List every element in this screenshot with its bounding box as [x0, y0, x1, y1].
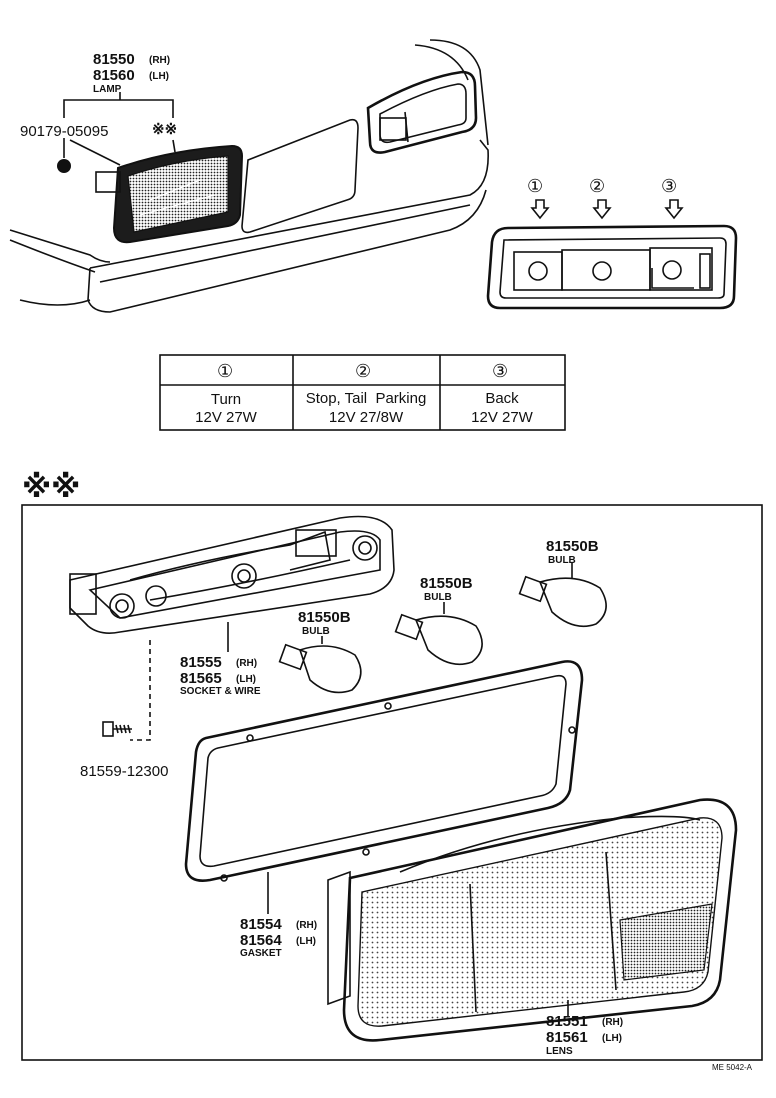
lens-lh-side: (LH) [602, 1033, 622, 1044]
bulb-spec-table [159, 354, 566, 431]
gasket-illustration [184, 660, 584, 882]
gasket-rh-part-number: 81554 [240, 916, 282, 933]
bulb-3-part-number: 81550B [546, 538, 599, 555]
socket-lh-side: (LH) [236, 674, 256, 685]
table-col2-number: ② [355, 361, 371, 381]
position-arrows [530, 199, 684, 220]
gasket-lh-side: (LH) [296, 936, 316, 947]
detail-marker: ※※ [22, 470, 80, 505]
detail-reference-marker: ※※ [152, 121, 177, 138]
socket-lh-part-number: 81565 [180, 670, 222, 687]
gasket-rh-side: (RH) [296, 920, 317, 931]
bulb-position-numbers: ① ② ③ [527, 176, 677, 196]
socket-rh-side: (RH) [236, 658, 257, 669]
gasket-lh-part-number: 81564 [240, 932, 282, 949]
lamp-front-view [486, 224, 738, 310]
table-col3-number: ③ [492, 361, 508, 381]
position-3-label: ③ [661, 176, 677, 196]
position-2-label: ② [589, 176, 605, 196]
table-col3-spec: 12V 27W [471, 409, 534, 426]
lens-rh-part-number: 81551 [546, 1013, 588, 1030]
lamp-rh-part-number: 81550 [93, 51, 135, 68]
socket-and-wire-illustration [69, 515, 395, 634]
car-rear-illustration [9, 39, 489, 313]
bulb-2-illustration [394, 613, 483, 666]
bulb-1-label: BULB [302, 626, 330, 637]
bulb-3-illustration [518, 575, 607, 628]
screw-illustration [102, 721, 132, 737]
screw-part-number: 81559-12300 [80, 763, 168, 780]
socket-label: SOCKET & WIRE [180, 686, 261, 697]
bulb-2-label: BULB [424, 592, 452, 603]
drawing-code: ME 5042-A [712, 1063, 753, 1072]
socket-rh-part-number: 81555 [180, 654, 222, 671]
table-col1-name: Turn [211, 391, 241, 408]
gasket-label: GASKET [240, 948, 282, 959]
lamp-label: LAMP [93, 84, 122, 95]
position-1-label: ① [527, 176, 543, 196]
table-col1-spec: 12V 27W [195, 409, 258, 426]
bulb-2-part-number: 81550B [420, 575, 473, 592]
lamp-lh-side: (LH) [149, 71, 169, 82]
table-col3-name: Back [485, 390, 519, 407]
clip-part-number: 90179-05095 [20, 123, 108, 140]
lamp-lh-part-number: 81560 [93, 67, 135, 84]
bulb-1-part-number: 81550B [298, 609, 351, 626]
bulb-1-illustration [278, 643, 362, 694]
detail-frame [21, 504, 763, 1061]
table-col2-name: Stop, Tail Parking [306, 390, 427, 407]
lens-label: LENS [546, 1046, 573, 1057]
lens-lh-part-number: 81561 [546, 1029, 588, 1046]
bulb-3-label: BULB [548, 555, 576, 566]
lamp-rh-side: (RH) [149, 55, 170, 66]
table-col1-number: ① [217, 361, 233, 381]
table-col2-spec: 12V 27/8W [329, 409, 404, 426]
lamp-bracket-lines [63, 92, 174, 166]
lens-illustration [327, 798, 738, 1042]
lens-rh-side: (RH) [602, 1017, 623, 1028]
